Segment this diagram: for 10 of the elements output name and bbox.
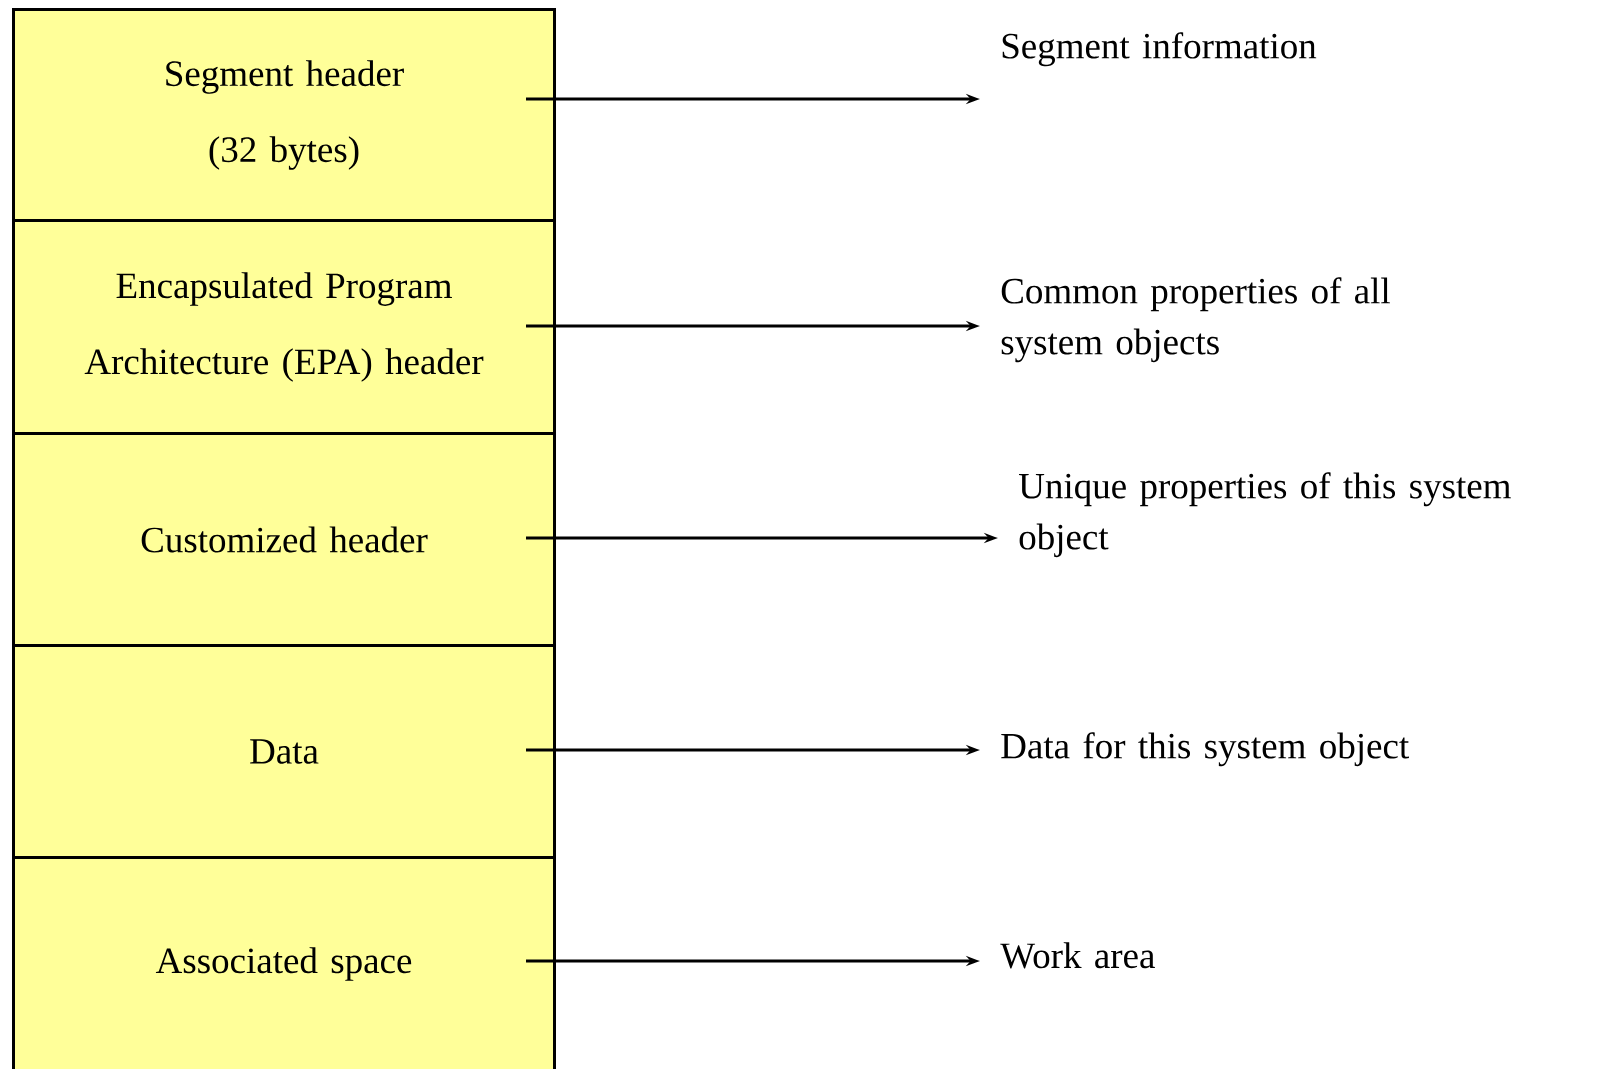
layer-box: Customized header xyxy=(12,432,556,647)
layer-box: Associated space xyxy=(12,856,556,1069)
description-text: Common properties of all system objects xyxy=(1001,277,1390,363)
description-text: Segment information xyxy=(1002,32,1317,67)
layer-box: Segment header (32 bytes) xyxy=(12,8,556,222)
description-text: Unique properties of this system object xyxy=(1019,472,1511,558)
description-text: Data for this system object xyxy=(1001,732,1409,767)
layer-box: Data xyxy=(12,644,556,859)
description-text: Work area xyxy=(1000,942,1155,969)
layer-box: Encapsulated Program Architecture (EPA) header xyxy=(12,219,556,435)
